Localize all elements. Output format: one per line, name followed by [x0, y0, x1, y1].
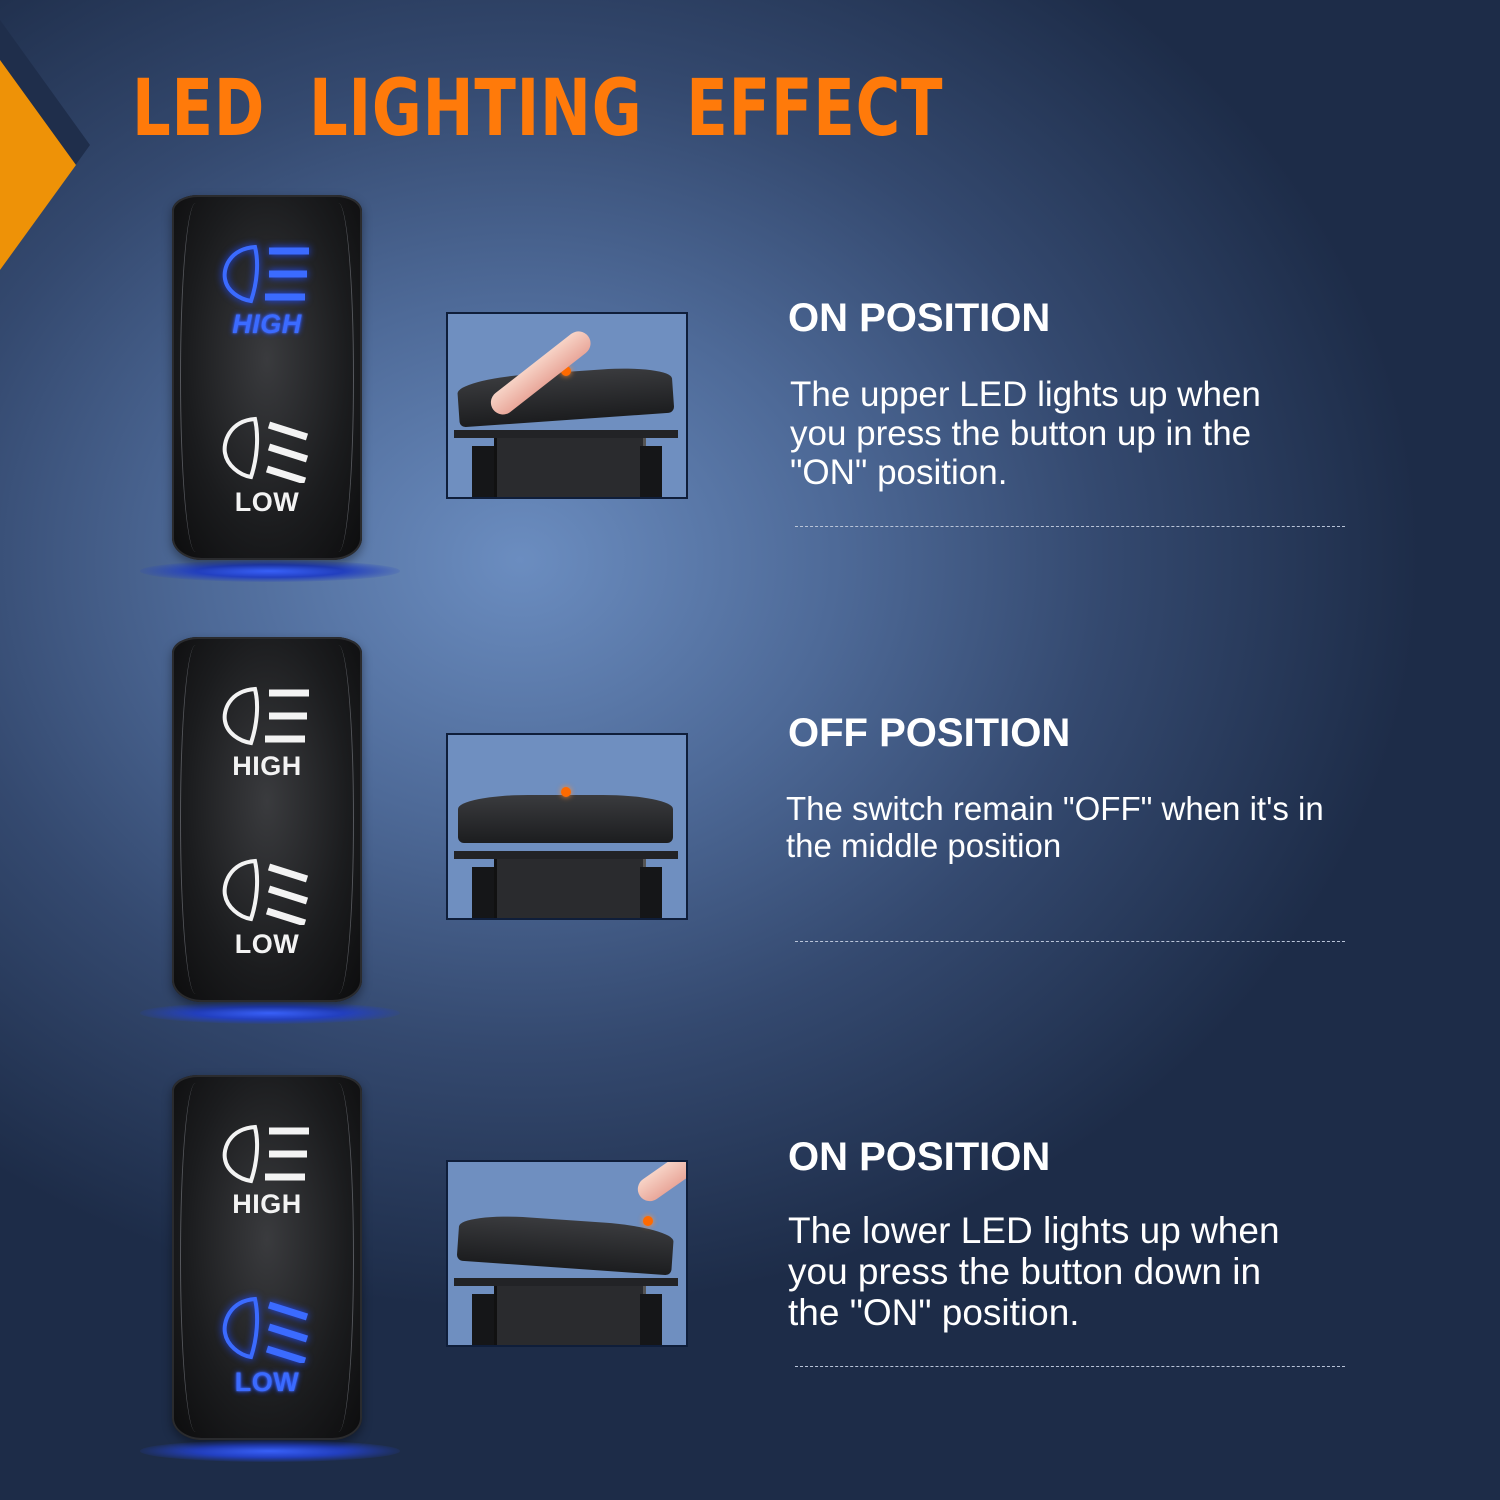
- section-heading: OFF POSITION: [788, 711, 1071, 755]
- rocker-middle-illustration: [446, 733, 688, 920]
- low-beam-icon: [222, 1296, 309, 1363]
- high-indicator: HIGH: [172, 685, 362, 782]
- switch-housing: [494, 859, 646, 918]
- low-label: LOW: [234, 1367, 300, 1397]
- switch-housing: [494, 1286, 646, 1345]
- finger-pointer: [633, 1162, 686, 1206]
- side-clip: [640, 446, 662, 497]
- low-indicator: LOW: [172, 1295, 362, 1398]
- low-beam-icon: [222, 416, 309, 483]
- low-label: LOW: [234, 929, 300, 959]
- rocker-pressed-up-illustration: [446, 312, 688, 499]
- section-description: The switch remain "OFF" when it's in the…: [786, 790, 1324, 864]
- blue-underglow: [140, 560, 400, 582]
- section-heading: ON POSITION: [788, 296, 1051, 340]
- section-description: The upper LED lights up when you press t…: [790, 375, 1261, 492]
- switch-flange: [454, 430, 678, 438]
- rocker-cap: [458, 795, 673, 843]
- side-clip: [472, 1294, 494, 1345]
- dashed-divider: [795, 526, 1345, 527]
- rocker-switch-low-on: HIGH LOW: [172, 1075, 362, 1440]
- section-heading: ON POSITION: [788, 1135, 1051, 1179]
- high-beam-icon: [222, 686, 309, 746]
- high-label: HIGH: [232, 309, 302, 339]
- low-indicator: LOW: [172, 415, 362, 518]
- side-clip: [472, 867, 494, 918]
- rocker-cap: [456, 1212, 675, 1276]
- high-beam-icon: [222, 1124, 309, 1184]
- switch-flange: [454, 851, 678, 859]
- low-beam-icon: [222, 858, 309, 925]
- dashed-divider: [795, 941, 1345, 942]
- high-label: HIGH: [232, 751, 302, 781]
- blue-underglow: [140, 1440, 400, 1462]
- switch-housing: [494, 438, 646, 497]
- rocker-switch-high-on: HIGH LOW: [172, 195, 362, 560]
- rocker-switch-off: HIGH LOW: [172, 637, 362, 1002]
- rocker-pressed-down-illustration: [446, 1160, 688, 1347]
- dashed-divider: [795, 1366, 1345, 1367]
- blue-underglow: [140, 1002, 400, 1024]
- low-label: LOW: [234, 487, 300, 517]
- switch-flange: [454, 1278, 678, 1286]
- side-clip: [640, 1294, 662, 1345]
- high-label: HIGH: [232, 1189, 302, 1219]
- side-clip: [640, 867, 662, 918]
- side-clip: [472, 446, 494, 497]
- press-point-dot: [561, 366, 571, 376]
- press-point-dot: [561, 787, 571, 797]
- corner-arrow-decoration: [0, 60, 76, 270]
- press-point-dot: [643, 1216, 653, 1226]
- high-indicator: HIGH: [172, 243, 362, 340]
- high-indicator: HIGH: [172, 1123, 362, 1220]
- section-description: The lower LED lights up when you press t…: [788, 1210, 1280, 1333]
- high-beam-icon: [222, 244, 309, 304]
- low-indicator: LOW: [172, 857, 362, 960]
- page-title: LED LIGHTING EFFECT: [132, 64, 944, 154]
